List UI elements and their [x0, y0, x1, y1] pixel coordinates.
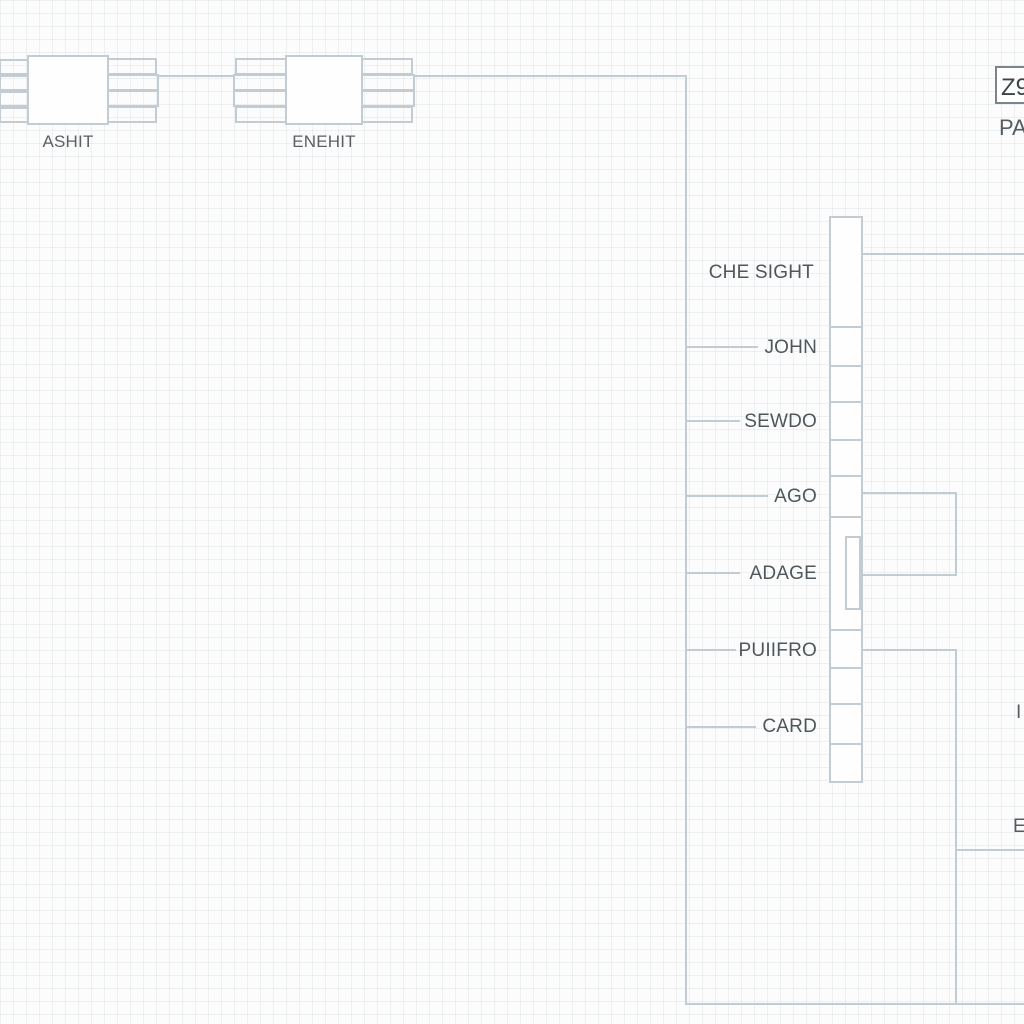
wire-strip-lower: [862, 649, 957, 1004]
connector-center: [233, 55, 415, 125]
wire-main-bus: [414, 75, 1024, 1005]
connector-label-ashit: ASHIT: [42, 132, 94, 151]
title-badge: Z9: [995, 66, 1024, 104]
wire-loop: [862, 492, 957, 576]
pin-label-sewdo: SEWDO: [744, 411, 817, 432]
pin-label-puiifro: PUIIFRO: [738, 640, 817, 661]
pin-label-che-sight: CHE SIGHT: [708, 262, 814, 283]
panel-subtitle: PA: [999, 115, 1024, 140]
edge-label-e: E: [1013, 816, 1024, 837]
terminal-strip: [829, 216, 863, 783]
connector-left: [0, 55, 159, 125]
pin-label-john: JOHN: [764, 337, 817, 358]
pin-label-ago: AGO: [774, 486, 817, 507]
connector-label-enehit: ENEHIT: [292, 132, 356, 151]
pin-label-card: CARD: [762, 716, 817, 737]
badge-text: Z9: [1001, 74, 1024, 101]
pin-label-adage: ADAGE: [749, 563, 817, 584]
edge-label-i: I: [1016, 702, 1022, 723]
